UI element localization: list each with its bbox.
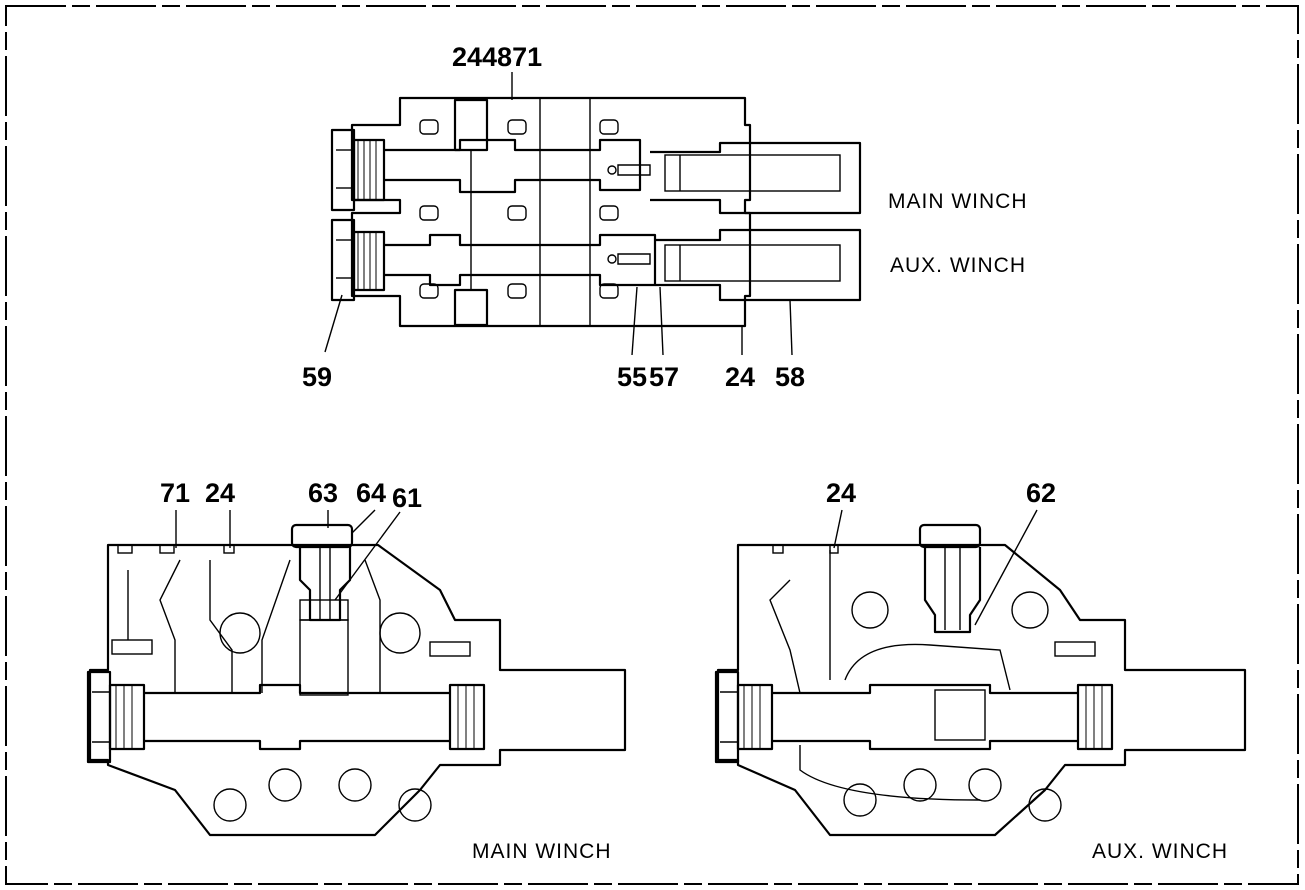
caption-aux-winch: AUX. WINCH — [1092, 840, 1228, 863]
callout-59: 59 — [302, 362, 332, 392]
callout-244871: 244871 — [452, 42, 542, 72]
callout-71: 71 — [160, 478, 190, 508]
callout-64: 64 — [356, 478, 386, 508]
bottom-left-valve-section — [86, 523, 627, 837]
callout-62: 62 — [1026, 478, 1056, 508]
callout-58: 58 — [775, 362, 805, 392]
callout-63: 63 — [308, 478, 338, 508]
bottom-right-valve-section — [714, 523, 1247, 837]
top-leader-lines — [324, 72, 793, 356]
callout-61: 61 — [392, 483, 422, 513]
callout-24-top: 24 — [725, 362, 755, 392]
bottom-right-leader-lines — [833, 509, 1038, 626]
label-main-winch-top: MAIN WINCH — [888, 190, 1028, 213]
callout-24-bottom-right: 24 — [826, 478, 856, 508]
callout-24-bottom-left: 24 — [205, 478, 235, 508]
bottom-left-leader-lines — [175, 509, 401, 601]
label-aux-winch-top: AUX. WINCH — [890, 254, 1026, 277]
caption-main-winch: MAIN WINCH — [472, 840, 612, 863]
top-valve-section — [330, 96, 862, 328]
sheet-border — [5, 5, 1299, 885]
callout-57: 57 — [649, 362, 679, 392]
callout-55: 55 — [617, 362, 647, 392]
